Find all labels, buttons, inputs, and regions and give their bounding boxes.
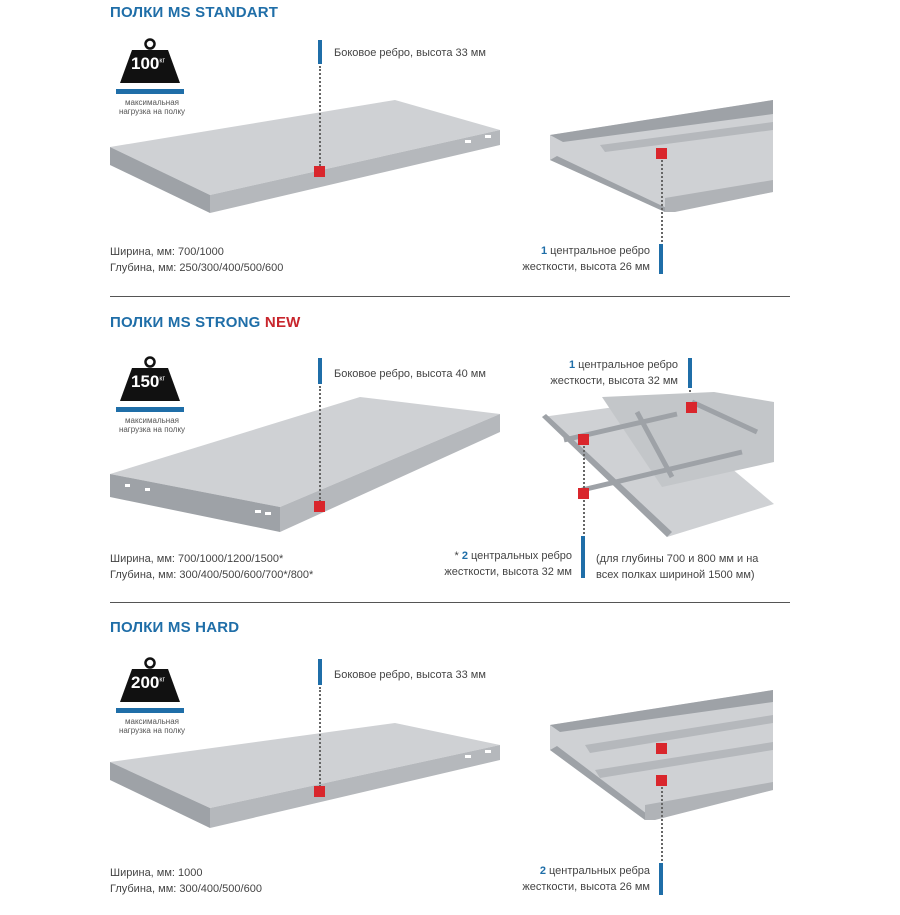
dims-depth: Глубина, мм: 250/300/400/500/600	[110, 262, 284, 274]
center-rib-bar	[659, 244, 663, 274]
dims-width: Ширина, мм: 700/1000	[110, 246, 224, 258]
weight-value: 150кг	[131, 372, 165, 391]
shelf-rib-detail-image	[542, 392, 774, 537]
section-title: ПОЛКИ MS HARD	[110, 619, 240, 636]
dims-width: Ширина, мм: 1000	[110, 867, 203, 879]
dims-width: Ширина, мм: 700/1000/1200/1500*	[110, 553, 284, 565]
center-rib-marker	[656, 775, 667, 786]
center-rib-marker	[656, 148, 667, 159]
weight-underline	[116, 89, 184, 94]
shelf-rib-detail-image	[550, 690, 773, 820]
weight-value: 100кг	[131, 54, 165, 73]
weight-icon	[120, 38, 180, 83]
callout-line	[319, 66, 321, 166]
side-rib-marker	[314, 501, 325, 512]
center-rib-line	[583, 446, 585, 488]
callout-line	[319, 386, 321, 502]
dims-depth: Глубина, мм: 300/400/500/600	[110, 883, 262, 895]
center-rib-marker	[686, 402, 697, 413]
callout-bar	[318, 40, 322, 64]
center-rib-marker	[578, 434, 589, 445]
weight-icon	[120, 356, 180, 401]
shelf-image	[110, 100, 500, 213]
section-title: ПОЛКИ MS STANDART	[110, 4, 279, 21]
divider	[110, 602, 790, 603]
side-rib-marker	[314, 786, 325, 797]
dims-depth: Глубина, мм: 300/400/500/600/700*/800*	[110, 569, 314, 581]
callout-bar	[318, 358, 322, 384]
section-title: ПОЛКИ MS STRONG NEW	[110, 314, 301, 331]
side-rib-label: Боковое ребро, высота 33 мм	[334, 669, 486, 681]
weight-value: 200кг	[131, 673, 165, 692]
center-rib-bar	[688, 358, 692, 388]
weight-icon	[120, 657, 180, 702]
side-rib-label: Боковое ребро, высота 33 мм	[334, 47, 486, 59]
callout-line	[319, 687, 321, 787]
center-rib-line	[661, 160, 663, 242]
shelf-image	[110, 397, 500, 532]
center-rib-marker	[656, 743, 667, 754]
center-rib-line	[661, 787, 663, 861]
side-rib-label: Боковое ребро, высота 40 мм	[334, 368, 486, 380]
center-rib-marker	[578, 488, 589, 499]
side-rib-marker	[314, 166, 325, 177]
divider	[110, 296, 790, 297]
callout-bar	[318, 659, 322, 685]
center-rib-bar	[659, 863, 663, 895]
weight-underline	[116, 407, 184, 412]
center-rib-line	[583, 500, 585, 534]
weight-underline	[116, 708, 184, 713]
center-rib-bar	[581, 536, 585, 578]
shelf-image	[110, 723, 500, 828]
